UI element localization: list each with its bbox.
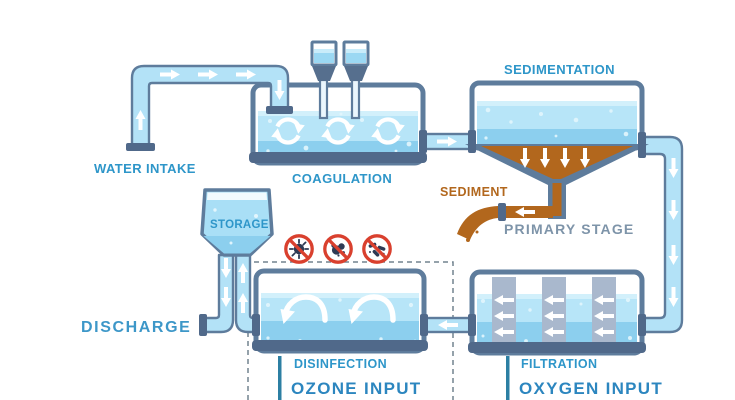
tank-base [249,152,427,163]
label-sediment: SEDIMENT [440,185,508,199]
discharge-outlet-flange [199,314,207,336]
label-coagulation: COAGULATION [292,171,393,186]
label-sedimentation: SEDIMENTATION [504,62,615,77]
label-discharge: DISCHARGE [81,319,192,336]
pipe-sedimentation-to-filtration [640,135,684,334]
label-filtration: FILTRATION [521,357,598,371]
label-storage: STORAGE [210,219,269,231]
ozone-input-bar [278,356,282,400]
storage-tank [200,188,274,257]
water-intake-pipe [126,64,293,151]
filtration-tank [468,269,646,356]
sediment-spout [457,206,498,240]
pipe-storage-to-discharge [202,253,235,334]
coagulation-tank [249,82,427,166]
label-disinfection: DISINFECTION [294,357,387,371]
disinfection-tank [252,268,428,354]
bubbles [266,112,412,153]
label-ozone-input: OZONE INPUT [291,379,422,398]
no-virus-icon [284,234,314,264]
feeder-hopper [342,40,370,81]
no-germ-chain-icon [362,234,392,264]
bubbles [484,107,629,140]
bubbles [481,297,632,343]
label-water-intake: WATER INTAKE [94,161,196,176]
filter-column [492,277,516,348]
filter-column [592,277,616,348]
pipe-flange [126,143,155,151]
pipe-flange [266,106,293,114]
chemical-feeder-hoppers [310,40,370,120]
pipe-flanges [199,130,646,336]
label-oxygen-input: OXYGEN INPUT [519,379,664,398]
tank-base [252,340,428,351]
sedimentation-tank [469,80,645,151]
filter-column [542,277,566,348]
pipe-flange [498,203,506,221]
feeder-tube [350,78,361,120]
oxygen-input-bar [506,356,510,400]
sediment-funnel [457,144,649,242]
label-primary-stage: PRIMARY STAGE [504,221,635,237]
feeder-tube [318,78,329,120]
no-bacteria-icon [323,234,353,264]
feeder-hopper [310,40,338,81]
sediment-layer [481,146,633,179]
tank-base [468,342,646,353]
